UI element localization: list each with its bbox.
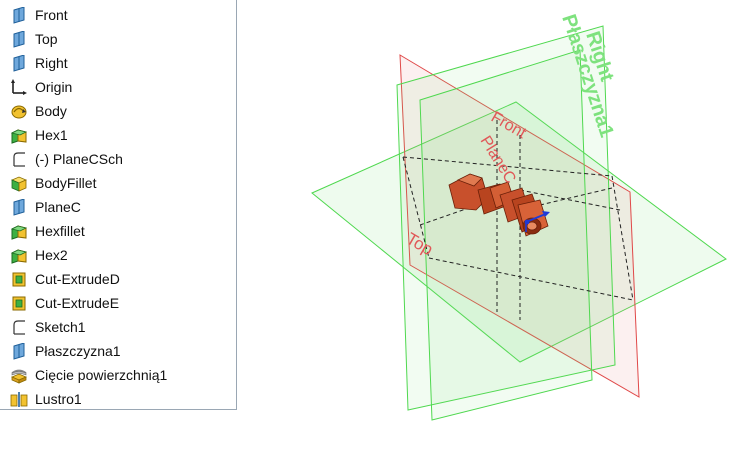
tree-item-label: Right xyxy=(35,55,68,71)
extrude-boss-icon xyxy=(10,225,28,240)
tree-item-right[interactable]: Right xyxy=(0,51,236,75)
extrude-boss-icon xyxy=(10,249,28,264)
tree-item-bodyfillet[interactable]: BodyFillet xyxy=(0,171,236,195)
plane-icon xyxy=(13,31,25,48)
tree-item-label: (-) PlaneCSch xyxy=(35,151,123,167)
tree-item-label: Sketch1 xyxy=(35,319,86,335)
sketch-icon xyxy=(13,320,25,335)
tree-item-top[interactable]: Top xyxy=(0,27,236,51)
plane-icon xyxy=(13,343,25,360)
tree-item-hex1[interactable]: Hex1 xyxy=(0,123,236,147)
tree-item-label: BodyFillet xyxy=(35,175,97,191)
tree-item-label: Cut-ExtrudeD xyxy=(35,271,120,287)
tree-item-label: Cięcie powierzchnią1 xyxy=(35,367,168,383)
tree-item-planec[interactable]: PlaneC xyxy=(0,195,236,219)
tree-item-label: Lustro1 xyxy=(35,391,82,407)
tree-item-label: Cut-ExtrudeE xyxy=(35,295,120,311)
tree-item-plaszczyzna1[interactable]: Płaszczyzna1 xyxy=(0,339,236,363)
extrude-boss-icon xyxy=(10,129,28,144)
feature-manager-tree: Front Top Right Origin Body xyxy=(0,0,237,410)
tree-item-cut-extruded[interactable]: Cut-ExtrudeD xyxy=(0,267,236,291)
tree-item-hexfillet[interactable]: Hexfillet xyxy=(0,219,236,243)
tree-item-label: Body xyxy=(35,103,67,119)
plaszczyzna1-plane[interactable] xyxy=(419,49,593,421)
tree-item-label: Hexfillet xyxy=(35,223,85,239)
plane-icon xyxy=(13,55,25,72)
top-plane[interactable] xyxy=(311,101,727,363)
tree-item-lustro1[interactable]: Lustro1 xyxy=(0,387,236,411)
cut-extrude-icon xyxy=(12,296,26,311)
part-coupling[interactable] xyxy=(448,173,549,237)
graphics-viewport[interactable]: Right Płaszczyzna1 Front PlaneC Top xyxy=(238,0,755,450)
origin-icon xyxy=(11,79,27,95)
sketch-icon xyxy=(13,152,25,167)
tree-item-sketch1[interactable]: Sketch1 xyxy=(0,315,236,339)
tree-item-hex2[interactable]: Hex2 xyxy=(0,243,236,267)
tree-item-label: Płaszczyzna1 xyxy=(35,343,121,359)
revolve-icon xyxy=(11,105,27,119)
plane-icon xyxy=(13,7,25,24)
tree-item-origin[interactable]: Origin xyxy=(0,75,236,99)
right-plane[interactable] xyxy=(396,25,616,411)
tree-item-label: Hex1 xyxy=(35,127,68,143)
tree-item-body[interactable]: Body xyxy=(0,99,236,123)
tree-item-planecsch[interactable]: (-) PlaneCSch xyxy=(0,147,236,171)
surface-cut-icon xyxy=(10,369,28,384)
tree-item-label: Front xyxy=(35,7,68,23)
origin-triad xyxy=(524,211,550,232)
tree-item-cut-extrudee[interactable]: Cut-ExtrudeE xyxy=(0,291,236,315)
tree-item-front[interactable]: Front xyxy=(0,3,236,27)
plane-icon xyxy=(13,199,25,216)
tree-item-label: Hex2 xyxy=(35,247,68,263)
tree-item-surface-cut1[interactable]: Cięcie powierzchnią1 xyxy=(0,363,236,387)
tree-item-label: PlaneC xyxy=(35,199,81,215)
tree-item-label: Top xyxy=(35,31,58,47)
mirror-icon xyxy=(10,392,28,407)
fillet-icon xyxy=(10,176,28,192)
cut-extrude-icon xyxy=(12,272,26,287)
tree-item-label: Origin xyxy=(35,79,73,95)
